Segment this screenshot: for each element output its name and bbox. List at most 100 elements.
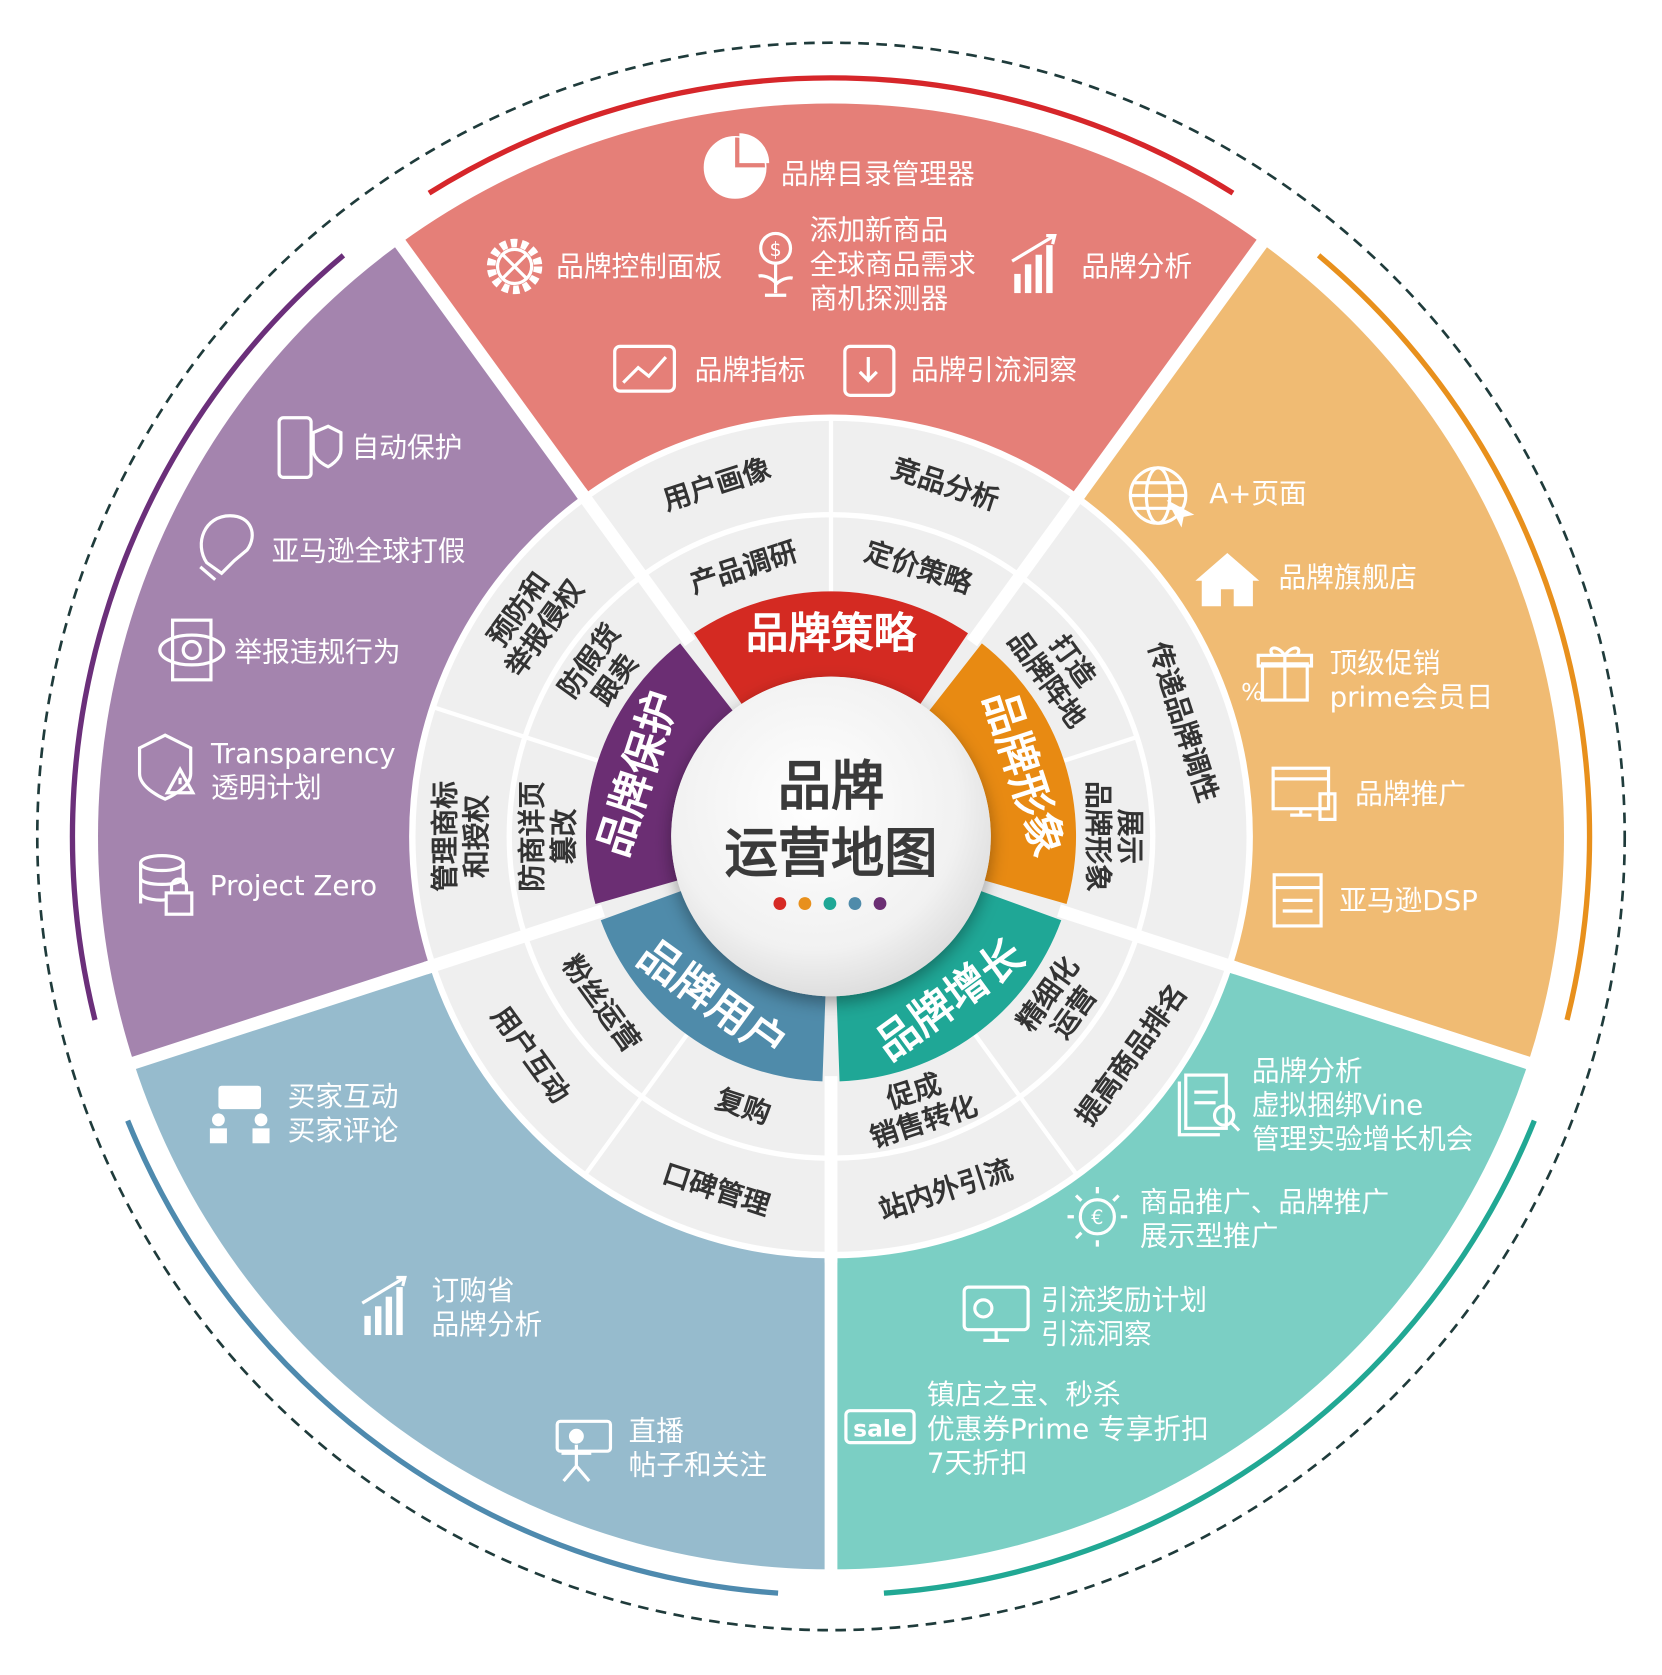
feature-label: 买家互动: [288, 1080, 399, 1113]
inner-ring-label[interactable]: 防商详页篡改: [515, 781, 580, 892]
core-ring-protection[interactable]: [585, 643, 733, 904]
database-lock-icon: [139, 854, 194, 916]
feature-label: 订购省: [431, 1274, 514, 1307]
center-dot: [848, 897, 862, 910]
sub-divider: [433, 705, 599, 763]
feature-label: 帖子和关注: [629, 1449, 767, 1482]
center-dot: [873, 897, 887, 910]
feature-label: A+页面: [1209, 477, 1307, 510]
center-title-line1: 品牌: [778, 755, 885, 817]
inner-ring-label[interactable]: 展示品牌形象: [1082, 781, 1147, 892]
core-ring-strategy[interactable]: [693, 591, 969, 704]
feature-label: 亚马逊DSP: [1339, 884, 1478, 917]
center-dot: [773, 897, 787, 910]
line-chart-icon: [613, 344, 676, 393]
feature-label: 商机探测器: [810, 282, 948, 315]
feature-label: 品牌分析: [431, 1308, 542, 1341]
monitor-chart-icon: [962, 1285, 1030, 1342]
feature-label: 品牌引流洞察: [911, 353, 1077, 386]
sub-divider: [973, 1033, 1079, 1176]
core-ring-image[interactable]: [929, 643, 1077, 904]
feature-item[interactable]: 品牌分析: [1081, 250, 1192, 283]
feature-item[interactable]: 亚马逊DSP: [1339, 884, 1478, 917]
outer-ring-label-line: 管理商标: [428, 781, 461, 892]
feature-item[interactable]: 品牌指标: [695, 353, 806, 386]
report-search-icon: [1177, 1073, 1241, 1137]
ring-sector-divider: [423, 904, 605, 975]
feature-label: 直播: [629, 1414, 685, 1447]
house-icon: [1195, 553, 1260, 607]
outer-ring-label-line: 和授权: [460, 795, 493, 878]
download-icon: [843, 344, 896, 397]
globe-cursor-icon: [1128, 466, 1195, 528]
feature-label: 商品推广、品牌推广: [1140, 1185, 1389, 1218]
feature-label: 品牌指标: [695, 353, 806, 386]
feature-item[interactable]: 亚马逊全球打假: [272, 534, 466, 567]
inner-ring-label-line: 防商详页: [515, 781, 548, 892]
feature-item[interactable]: 品牌控制面板: [556, 250, 722, 283]
ring-sector-divider: [575, 487, 696, 647]
center-dot: [823, 897, 837, 910]
feature-label: 亚马逊全球打假: [272, 534, 466, 567]
feature-label: 自动保护: [352, 431, 463, 464]
feature-item[interactable]: A+页面: [1209, 477, 1307, 510]
ring-sector-divider: [966, 487, 1087, 647]
core-ring-growth[interactable]: [836, 891, 1062, 1082]
feature-label: 优惠券Prime 专享折扣: [927, 1412, 1209, 1445]
feature-label: 品牌分析: [1081, 250, 1192, 283]
feature-label: 展示型推广: [1140, 1219, 1278, 1252]
feature-label: 引流奖励计划: [1041, 1283, 1207, 1316]
feature-item[interactable]: 品牌目录管理器: [781, 157, 975, 190]
feature-item[interactable]: 品牌推广: [1355, 777, 1466, 810]
feature-label: 品牌目录管理器: [781, 157, 975, 190]
inner-ring-label-line: 展示: [1114, 809, 1147, 864]
feature-label: 透明计划: [211, 771, 322, 804]
feature-label: 品牌控制面板: [556, 250, 722, 283]
svg-text:€: €: [1091, 1206, 1103, 1229]
sub-divider: [583, 1033, 689, 1176]
feature-label: 管理实验增长机会: [1252, 1123, 1474, 1156]
bar-chart-icon: [1011, 233, 1057, 294]
phone-shield-icon: [277, 416, 343, 479]
feature-item[interactable]: 品牌引流洞察: [911, 353, 1077, 386]
feature-label: 品牌推广: [1355, 777, 1466, 810]
outer-arc-growth: [883, 1119, 1537, 1596]
inner-ring-label-line: 品牌形象: [1082, 781, 1115, 892]
feature-label: 品牌旗舰店: [1278, 561, 1416, 594]
outer-arc-image: [1316, 253, 1593, 1021]
outer-arc-strategy: [427, 75, 1235, 196]
document-icon: [1272, 873, 1323, 928]
svg-text:sale: sale: [853, 1414, 907, 1442]
feature-item[interactable]: 举报违规行为: [234, 636, 400, 669]
feature-label: 全球商品需求: [810, 248, 976, 281]
feature-label: Transparency: [210, 737, 396, 770]
center-circle: [671, 676, 991, 997]
shield-warning-icon: [137, 733, 196, 801]
computer-icon: [1271, 766, 1337, 821]
feature-label: 虚拟捆绑Vine: [1252, 1088, 1423, 1121]
feature-item[interactable]: Project Zero: [210, 869, 377, 902]
feature-item[interactable]: 自动保护: [352, 431, 463, 464]
pie-chart-icon: [703, 133, 770, 199]
dollar-plant-icon: $: [758, 231, 794, 297]
gift-icon: %: [1241, 646, 1314, 706]
outer-ring-label[interactable]: 管理商标和授权: [428, 781, 493, 892]
feature-label: 买家评论: [288, 1114, 399, 1147]
outer-dashed-ring: [35, 41, 1627, 1632]
svg-text:$: $: [769, 238, 781, 261]
core-ring-users[interactable]: [600, 891, 826, 1082]
feature-label: 举报违规行为: [234, 636, 400, 669]
feature-item[interactable]: 品牌旗舰店: [1278, 561, 1416, 594]
eye-document-icon: [158, 618, 226, 682]
